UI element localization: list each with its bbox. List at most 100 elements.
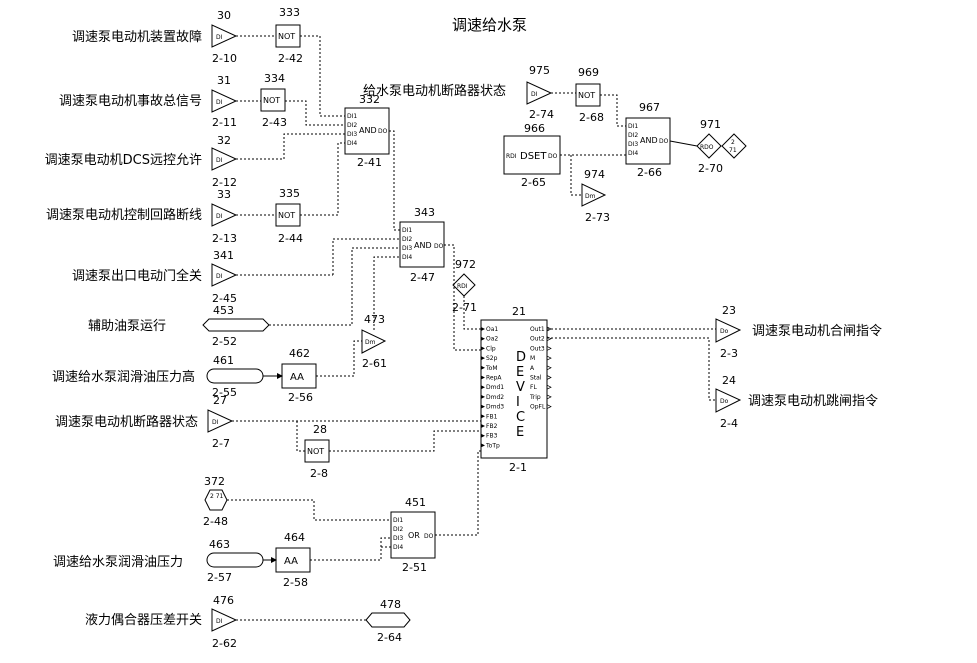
svg-text:974: 974 — [584, 168, 605, 181]
svg-text:AND: AND — [359, 126, 377, 135]
svg-text:2-68: 2-68 — [579, 111, 604, 124]
label-lube-oil-pressure-high: 调速给水泵润滑油压力高 — [52, 369, 195, 385]
label-control-loop-break: 调速泵电动机控制回路断线 — [46, 207, 202, 223]
aa-block-462[interactable]: AA 462 2-56 — [281, 347, 317, 404]
svg-text:DI: DI — [216, 157, 223, 164]
svg-text:DI: DI — [216, 34, 223, 41]
device-output-arrow — [546, 404, 552, 410]
di-block-33[interactable]: DI 33 2-13 — [211, 188, 238, 245]
label-dcs-remote-allow: 调速泵电动机DCS远控允许 — [45, 152, 202, 168]
device-input-arrow — [481, 336, 485, 341]
svg-text:DI3: DI3 — [347, 131, 357, 138]
device-input-pin: Oa1 — [486, 326, 498, 333]
di-block-27[interactable]: DI 27 2-7 — [207, 394, 234, 450]
svg-text:DI1: DI1 — [393, 517, 403, 524]
label-lube-oil-pressure: 调速给水泵润滑油压力 — [53, 555, 183, 570]
svg-text:32: 32 — [217, 134, 231, 147]
svg-text:2-47: 2-47 — [410, 271, 435, 284]
dm-block-473[interactable]: Dm 473 2-61 — [361, 313, 387, 370]
svg-text:2-13: 2-13 — [212, 232, 237, 245]
svg-text:DI1: DI1 — [628, 123, 638, 130]
svg-text:462: 462 — [289, 347, 310, 360]
dm-block-974[interactable]: Dm 974 2-73 — [581, 168, 610, 224]
device-input-pin: FB2 — [486, 423, 498, 430]
svg-text:30: 30 — [217, 9, 231, 22]
device-input-arrow — [481, 443, 485, 448]
diagram-title: 调速给水泵 — [452, 16, 527, 34]
svg-text:DI4: DI4 — [402, 254, 412, 261]
device-input-arrow — [481, 433, 485, 438]
device-output-arrow — [546, 355, 552, 361]
device-block-21[interactable]: 21 2-1 Oa1Oa2ClpS2pToMRepADmd1Dmd2Dmd3FB… — [480, 305, 552, 474]
not-block-28[interactable]: NOT 28 2-8 — [304, 423, 330, 480]
label-trip-command: 调速泵电动机跳闸指令 — [748, 394, 878, 409]
svg-text:OR: OR — [408, 531, 420, 540]
svg-text:24: 24 — [722, 374, 736, 387]
svg-text:DI4: DI4 — [347, 140, 357, 147]
device-output-arrow — [546, 384, 552, 390]
svg-text:473: 473 — [364, 313, 385, 326]
svg-text:DI: DI — [531, 91, 538, 98]
device-output-pin: M — [530, 355, 535, 362]
capsule-block-463[interactable]: 463 2-57 — [206, 538, 264, 584]
not-block-334[interactable]: NOT 334 2-43 — [260, 72, 287, 129]
svg-text:DI2: DI2 — [402, 236, 412, 243]
aa-block-464[interactable]: AA 464 2-58 — [275, 531, 311, 589]
device-input-arrow — [481, 375, 485, 380]
rdo-block-971[interactable]: RDO 2 71 971 2-70 — [696, 118, 747, 175]
svg-text:476: 476 — [213, 594, 234, 607]
svg-text:DI: DI — [216, 273, 223, 280]
di-block-975[interactable]: DI 975 2-74 — [526, 64, 554, 121]
device-letter: C — [516, 410, 525, 425]
svg-text:21: 21 — [512, 305, 526, 318]
di-block-30[interactable]: DI 30 2-10 — [211, 9, 238, 65]
svg-text:2-4: 2-4 — [720, 417, 738, 430]
capsule-block-478[interactable]: 478 2-64 — [365, 598, 411, 644]
not-block-335[interactable]: NOT 335 2-44 — [275, 187, 303, 245]
not-block-333[interactable]: NOT 333 2-42 — [275, 6, 303, 65]
svg-text:AA: AA — [290, 372, 304, 383]
or-block-451[interactable]: DI1 DI2 DI3 DI4 OR DO 451 2-51 — [390, 496, 436, 574]
svg-text:NOT: NOT — [263, 96, 280, 105]
svg-text:27: 27 — [213, 394, 227, 407]
svg-text:Dm: Dm — [585, 193, 596, 200]
svg-text:33: 33 — [217, 188, 231, 201]
svg-text:23: 23 — [722, 304, 736, 317]
dset-block-966[interactable]: RDI DSET DO 966 2-65 — [503, 122, 561, 189]
di-block-476[interactable]: DI 476 2-62 — [211, 594, 238, 650]
svg-text:Dm: Dm — [365, 339, 376, 346]
svg-text:333: 333 — [279, 6, 300, 19]
label-breaker-status: 调速泵电动机断路器状态 — [55, 414, 198, 430]
device-output-arrow — [546, 336, 552, 342]
and-block-343[interactable]: DI1 DI2 DI3 DI4 AND DO 343 2-47 — [399, 206, 445, 284]
hex-block-372[interactable]: 2 71 372 2-48 — [203, 475, 228, 528]
svg-text:343: 343 — [414, 206, 435, 219]
label-close-command: 调速泵电动机合闸指令 — [752, 324, 882, 339]
rdi-block-972[interactable]: RDI 972 2-71 — [452, 258, 477, 314]
di-block-32[interactable]: DI 32 2-12 — [211, 134, 238, 189]
device-letter: V — [516, 380, 525, 395]
do-block-23[interactable]: Do 23 2-3 — [715, 304, 742, 360]
device-input-pin: Oa2 — [486, 336, 498, 343]
svg-text:2-48: 2-48 — [203, 515, 228, 528]
device-letter: E — [516, 425, 524, 440]
not-block-969[interactable]: NOT 969 2-68 — [575, 66, 604, 124]
svg-text:2-74: 2-74 — [529, 108, 554, 121]
svg-text:2-7: 2-7 — [212, 437, 230, 450]
and-block-332[interactable]: DI1 DI2 DI3 DI4 AND DO 332 2-41 — [344, 93, 390, 169]
do-block-24[interactable]: Do 24 2-4 — [715, 374, 742, 430]
svg-text:332: 332 — [359, 93, 380, 106]
device-input-arrow — [481, 414, 485, 419]
capsule-block-461[interactable]: 461 2-55 — [206, 354, 264, 399]
svg-text:2-70: 2-70 — [698, 162, 723, 175]
capsule-block-453[interactable]: 453 2-52 — [202, 304, 270, 348]
device-input-arrow — [481, 365, 485, 370]
di-block-31[interactable]: DI 31 2-11 — [211, 74, 238, 129]
di-block-341[interactable]: DI 341 2-45 — [211, 249, 238, 305]
device-output-arrow — [546, 365, 552, 371]
svg-text:RDI: RDI — [506, 153, 517, 160]
and-block-967[interactable]: DI1 DI2 DI3 DI4 AND DO 967 2-66 — [625, 101, 671, 179]
